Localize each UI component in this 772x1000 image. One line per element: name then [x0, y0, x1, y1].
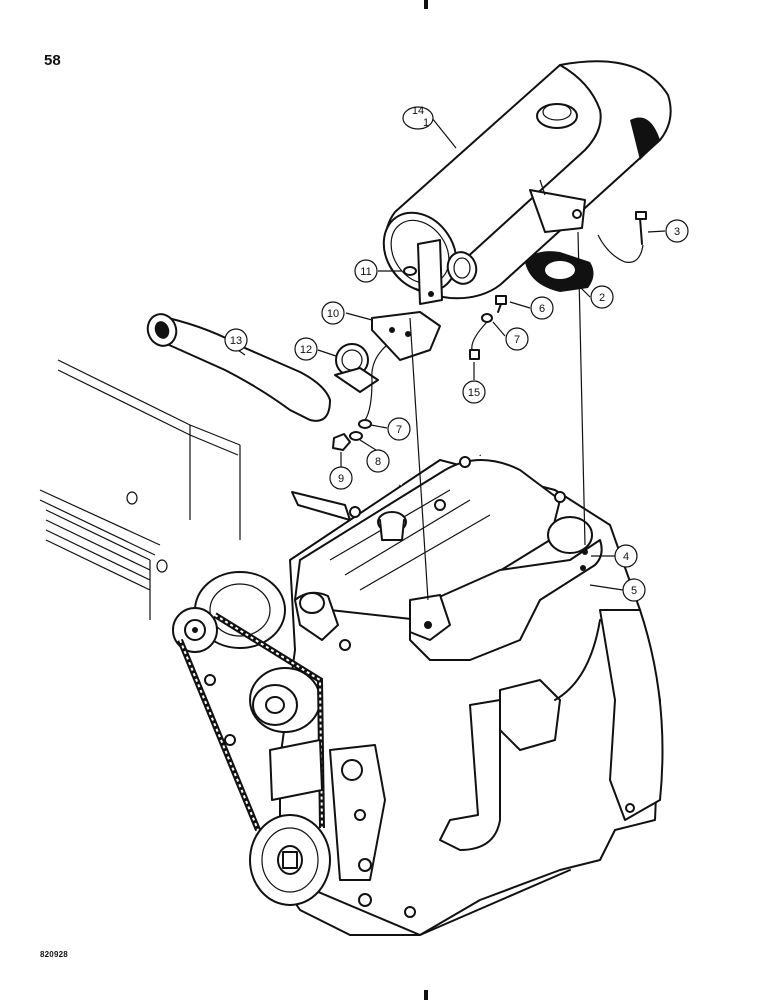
page-number: 58 [44, 52, 61, 69]
svg-text:3: 3 [674, 226, 680, 238]
callout-7-upper: 7 [505, 327, 529, 351]
hood-panel [39, 359, 241, 620]
svg-text:8: 8 [375, 456, 381, 468]
svg-text:13: 13 [230, 335, 242, 347]
callout-label-14: 14 [412, 105, 424, 117]
washer [481, 313, 493, 323]
svg-text:5: 5 [631, 585, 637, 597]
engine-assembly [172, 442, 664, 936]
svg-text:6: 6 [539, 303, 545, 315]
callout-12: 12 [294, 337, 318, 361]
callout-7-lower: 7 [387, 417, 411, 441]
drawing-id: 820928 [40, 950, 68, 959]
muffler-bracket [417, 239, 443, 305]
leader-lines [224, 117, 666, 601]
callout-14-1: 14 1 [402, 105, 434, 130]
nut-lower [332, 433, 351, 451]
gasket [525, 251, 594, 292]
washer-lower [358, 419, 372, 429]
callout-10: 10 [321, 301, 345, 325]
registration-mark-top [424, 0, 428, 9]
screw [495, 295, 507, 305]
svg-text:12: 12 [300, 344, 312, 356]
svg-text:15: 15 [468, 387, 480, 399]
clamp [334, 343, 379, 393]
svg-text:7: 7 [514, 334, 520, 346]
svg-text:10: 10 [327, 308, 339, 320]
callout-5: 5 [622, 578, 646, 602]
callout-3: 3 [665, 219, 689, 243]
callout-label-1: 1 [423, 117, 429, 129]
svg-text:9: 9 [338, 473, 344, 485]
svg-text:11: 11 [360, 266, 371, 278]
lock-washer-lower [349, 431, 363, 441]
callout-15: 15 [462, 380, 486, 404]
lock-washer [403, 266, 417, 276]
registration-mark-bottom [424, 990, 428, 1000]
callout-9: 9 [329, 466, 353, 490]
exhaust-pipe [146, 313, 331, 422]
callout-11: 11 [354, 259, 378, 283]
svg-text:4: 4 [623, 551, 629, 563]
callout-2: 2 [590, 285, 614, 309]
bolt [635, 211, 647, 245]
callout-13: 13 [224, 328, 248, 352]
callout-8: 8 [366, 449, 390, 473]
svg-text:2: 2 [599, 292, 605, 304]
nut [469, 349, 480, 360]
callout-4: 4 [614, 544, 638, 568]
svg-text:7: 7 [396, 424, 402, 436]
callout-6: 6 [530, 296, 554, 320]
